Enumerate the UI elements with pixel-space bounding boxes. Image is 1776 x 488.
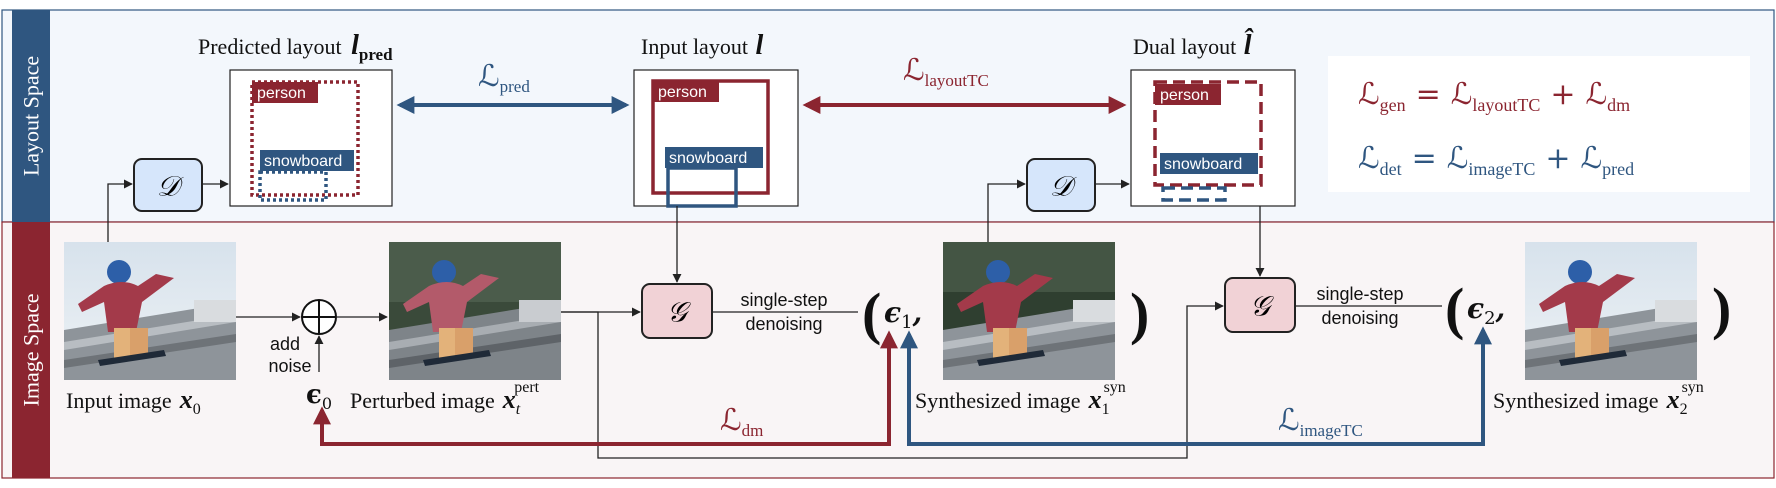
add-noise-line1: add [270,334,300,354]
eps1-label: ϵ1, [884,296,922,333]
dual-snowboard-label: snowboard [1164,156,1242,173]
equation-det: ℒdet=ℒimageTC+ℒpred [1358,141,1634,179]
dual-layout-caption: Dual layout l̂ [1133,28,1254,61]
single-step-2-line2: denoising [1321,308,1398,328]
loss-imagetc-label: ℒimageTC [1278,403,1363,440]
tuple-2-close-paren: ) [1712,276,1731,341]
synth1-to-detector-arrow [987,179,1026,242]
loss-imagetc-arrow [900,326,1492,446]
predicted-person-label: person [257,85,306,102]
loss-layouttc-label: ℒlayoutTC [903,53,989,90]
adder-circle [301,299,337,335]
predicted-snowboard-label: snowboard [264,153,342,170]
single-step-1-line1: single-step [740,290,827,310]
detector-module-2: 𝒟 [1026,158,1096,212]
equations-panel [1328,56,1750,192]
input-snowboard-label: snowboard [669,150,747,167]
image-space-label: Image Space [19,294,44,407]
perturbed-image [389,242,561,380]
synthesized-image-1 [943,242,1115,380]
predicted-layout-box: person snowboard [229,69,393,207]
input-layout-caption: Input layout l [641,30,763,61]
tuple-1-open-paren: ( [862,281,881,346]
loss-pred-label: ℒpred [478,59,530,96]
flow-connectors [107,179,1265,459]
input-to-detector-arrow [107,179,133,242]
generator-module-2: 𝒢 [1224,277,1296,333]
single-step-2-line1: single-step [1316,284,1403,304]
perturbed-to-generator-2-arrow [561,301,1224,459]
loss-dm-label: ℒdm [720,403,763,440]
loss-dm-arrow [313,330,898,446]
synthesized-image-2 [1525,242,1697,380]
dual-person-label: person [1160,87,1209,104]
image-space-label-bar [12,222,50,478]
eps2-label: ϵ2, [1467,292,1505,329]
input-person-label: person [658,84,707,101]
layout-space-label: Layout Space [19,56,44,176]
predicted-layout-caption: Predicted layout lpred [198,30,393,64]
detector-module-1: 𝒟 [133,158,203,212]
equation-gen: (ℒgen=ℒlayoutTC+ℒdm [1358,77,1630,115]
generator-module-1: 𝒢 [641,283,713,339]
layout-space-label-bar [12,10,50,222]
dual-layout-box: person snowboard [1130,69,1296,207]
single-step-1-line2: denoising [745,314,822,334]
input-layout-box: person snowboard [633,69,799,208]
add-noise-line2: noise [268,356,311,376]
input-image [64,242,236,380]
tuple-1-close-paren: ) [1130,281,1149,346]
tuple-2-open-paren: ( [1445,276,1464,341]
